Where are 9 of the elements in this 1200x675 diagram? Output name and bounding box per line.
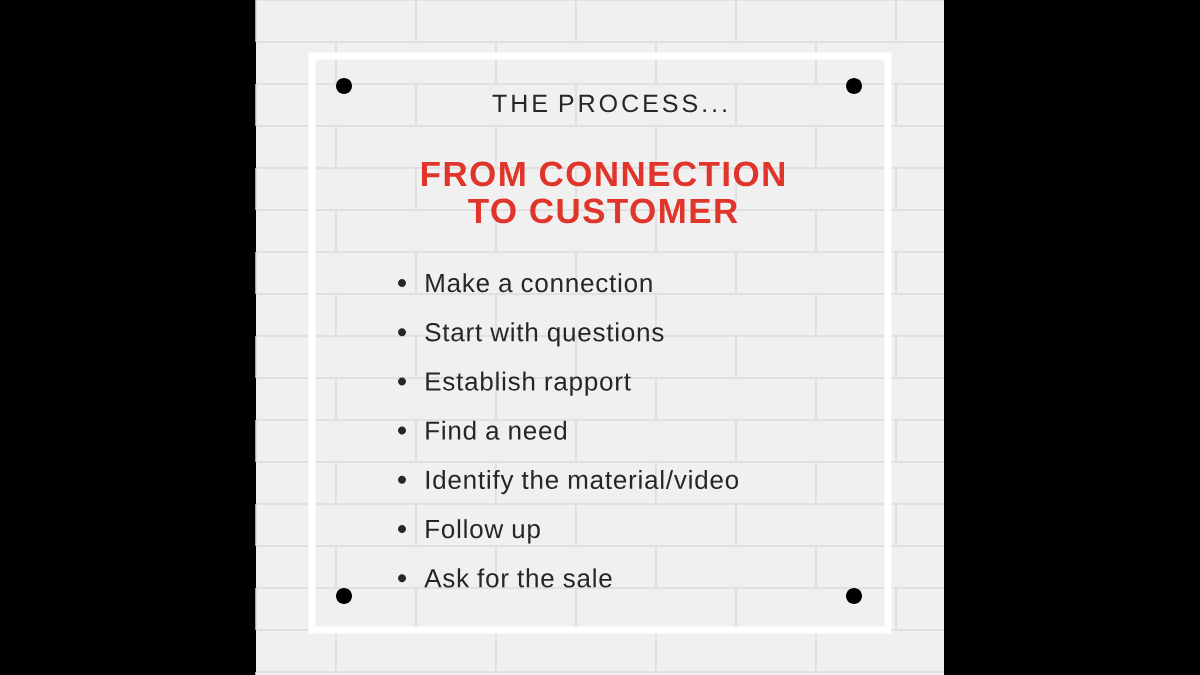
title: THE PROCESS... — [492, 94, 726, 113]
list-item: Start with questions — [398, 322, 664, 347]
heading: FROM CONNECTION TO CUSTOMER — [421, 161, 784, 224]
list-item: Follow up — [398, 519, 540, 544]
list-item: Establish rapport — [398, 371, 631, 396]
list-item: Identify the material/video — [398, 469, 739, 495]
list-item: Make a connection — [398, 273, 652, 293]
list-item: Ask for the sale — [398, 568, 612, 588]
list-item: Find a need — [398, 420, 567, 440]
